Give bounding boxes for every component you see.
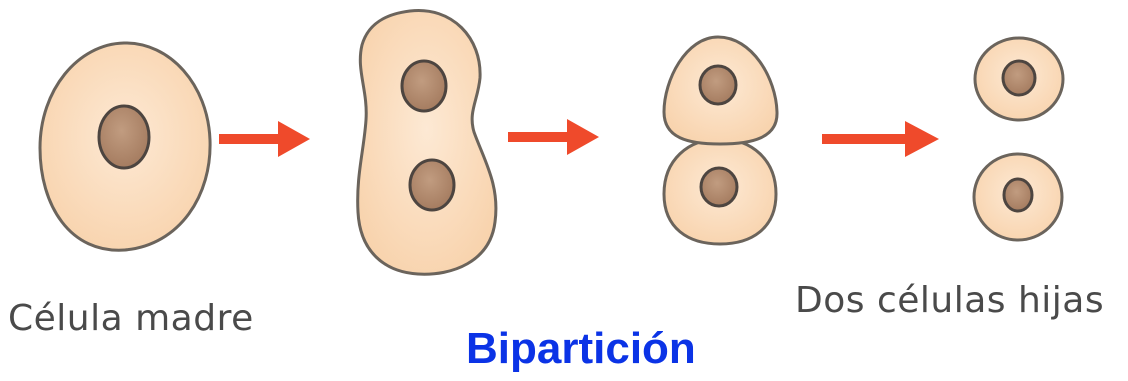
daughter-cells-label: Dos células hijas — [795, 280, 1104, 321]
mother-cell — [40, 43, 210, 250]
upper-daughter-nucleus — [1003, 61, 1035, 95]
arrow-2 — [508, 119, 599, 155]
arrow-3 — [822, 121, 939, 157]
lower-daughter-nucleus — [1004, 179, 1032, 211]
arrow-1 — [219, 121, 310, 157]
daughter-cells — [974, 38, 1063, 240]
dividing-cell — [664, 37, 777, 244]
upper-lobe-nucleus — [700, 66, 736, 104]
diagram-title: Bipartición — [466, 324, 696, 374]
elongating-cell — [358, 10, 496, 274]
mother-cell-label: Célula madre — [8, 298, 254, 339]
mother-cell-nucleus — [99, 106, 149, 168]
lower-nucleus — [410, 160, 454, 210]
elongating-cell-membrane — [358, 10, 496, 274]
upper-nucleus — [402, 61, 446, 111]
upper-daughter-cell — [975, 38, 1063, 120]
lower-daughter-cell — [974, 154, 1062, 240]
lower-lobe-nucleus — [701, 168, 737, 206]
